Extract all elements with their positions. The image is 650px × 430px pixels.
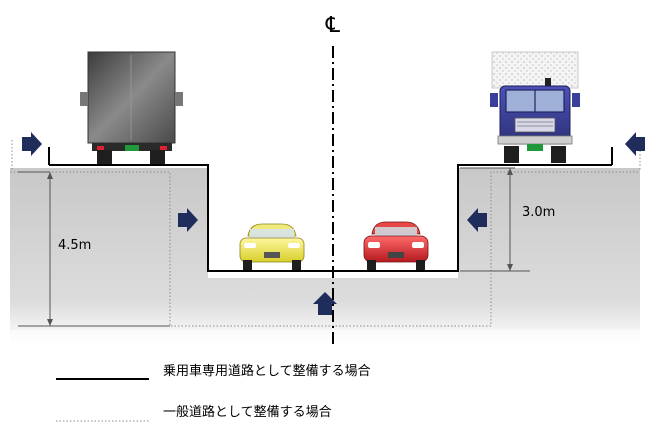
general-road-outline: [10, 171, 640, 327]
ground-fade: [10, 330, 640, 360]
arrow-icon: [313, 292, 337, 315]
dimension-deep: [18, 171, 170, 327]
dimension-label-shallow: 3.0m: [522, 205, 555, 220]
car-icon: [239, 223, 305, 270]
legend-solid-label: 乗用車専用道路として整備する場合: [163, 363, 371, 379]
arrow-icon: [178, 208, 198, 232]
arrow-icon: [467, 208, 487, 232]
box-truck-icon: [80, 51, 183, 164]
legend-dotted-label: 一般道路として整備する場合: [163, 404, 332, 420]
dimension-label-deep: 4.5m: [58, 238, 91, 253]
ground-fill: [10, 168, 640, 345]
dimension-shallow: [460, 167, 530, 272]
arrow-icon: [625, 132, 645, 156]
arrow-icon: [22, 132, 42, 156]
centerline-symbol: ℄: [325, 13, 341, 38]
car-icon: [363, 221, 429, 270]
cab-truck-icon: [490, 51, 580, 163]
